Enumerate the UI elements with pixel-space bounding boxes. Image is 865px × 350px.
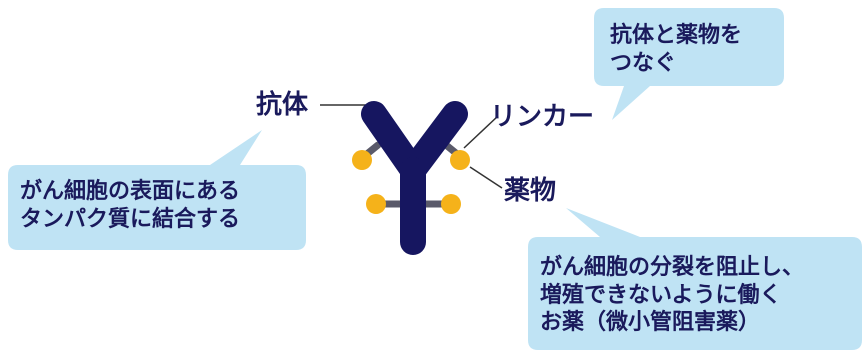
callout-drug-line-3: お薬（微小管阻害薬） [540,310,761,335]
drug-molecules [352,150,470,214]
callout-drug-line-1: がん細胞の分裂を阻止し、 [540,255,805,280]
drug-label: 薬物 [504,176,557,206]
linker-label: リンカー [490,102,595,132]
callout-linker-text: 抗体と薬物を つなぐ [610,22,742,77]
linker-leader-line [463,115,499,149]
callout-antibody-role [8,130,306,250]
callout-drug-text: がん細胞の分裂を阻止し、 増殖できないように働く お薬（微小管阻害薬） [540,254,804,337]
callout-drug-line-2: 増殖できないように働く [540,282,782,308]
callout-linker-role [594,8,784,120]
callout-antibody-text: がん細胞の表面にある タンパク質に結合する [20,178,240,233]
callout-antibody-line-1: がん細胞の表面にある [20,179,241,204]
callout-linker-line-2: つなぐ [610,50,677,76]
callout-antibody-line-2: タンパク質に結合する [20,206,241,232]
drug-leader-line [469,166,503,189]
antibody-y-shape [361,101,468,255]
callout-drug-role [528,208,862,350]
callout-linker-line-1: 抗体と薬物を [610,23,743,48]
antibody-label: 抗体 [256,90,309,120]
